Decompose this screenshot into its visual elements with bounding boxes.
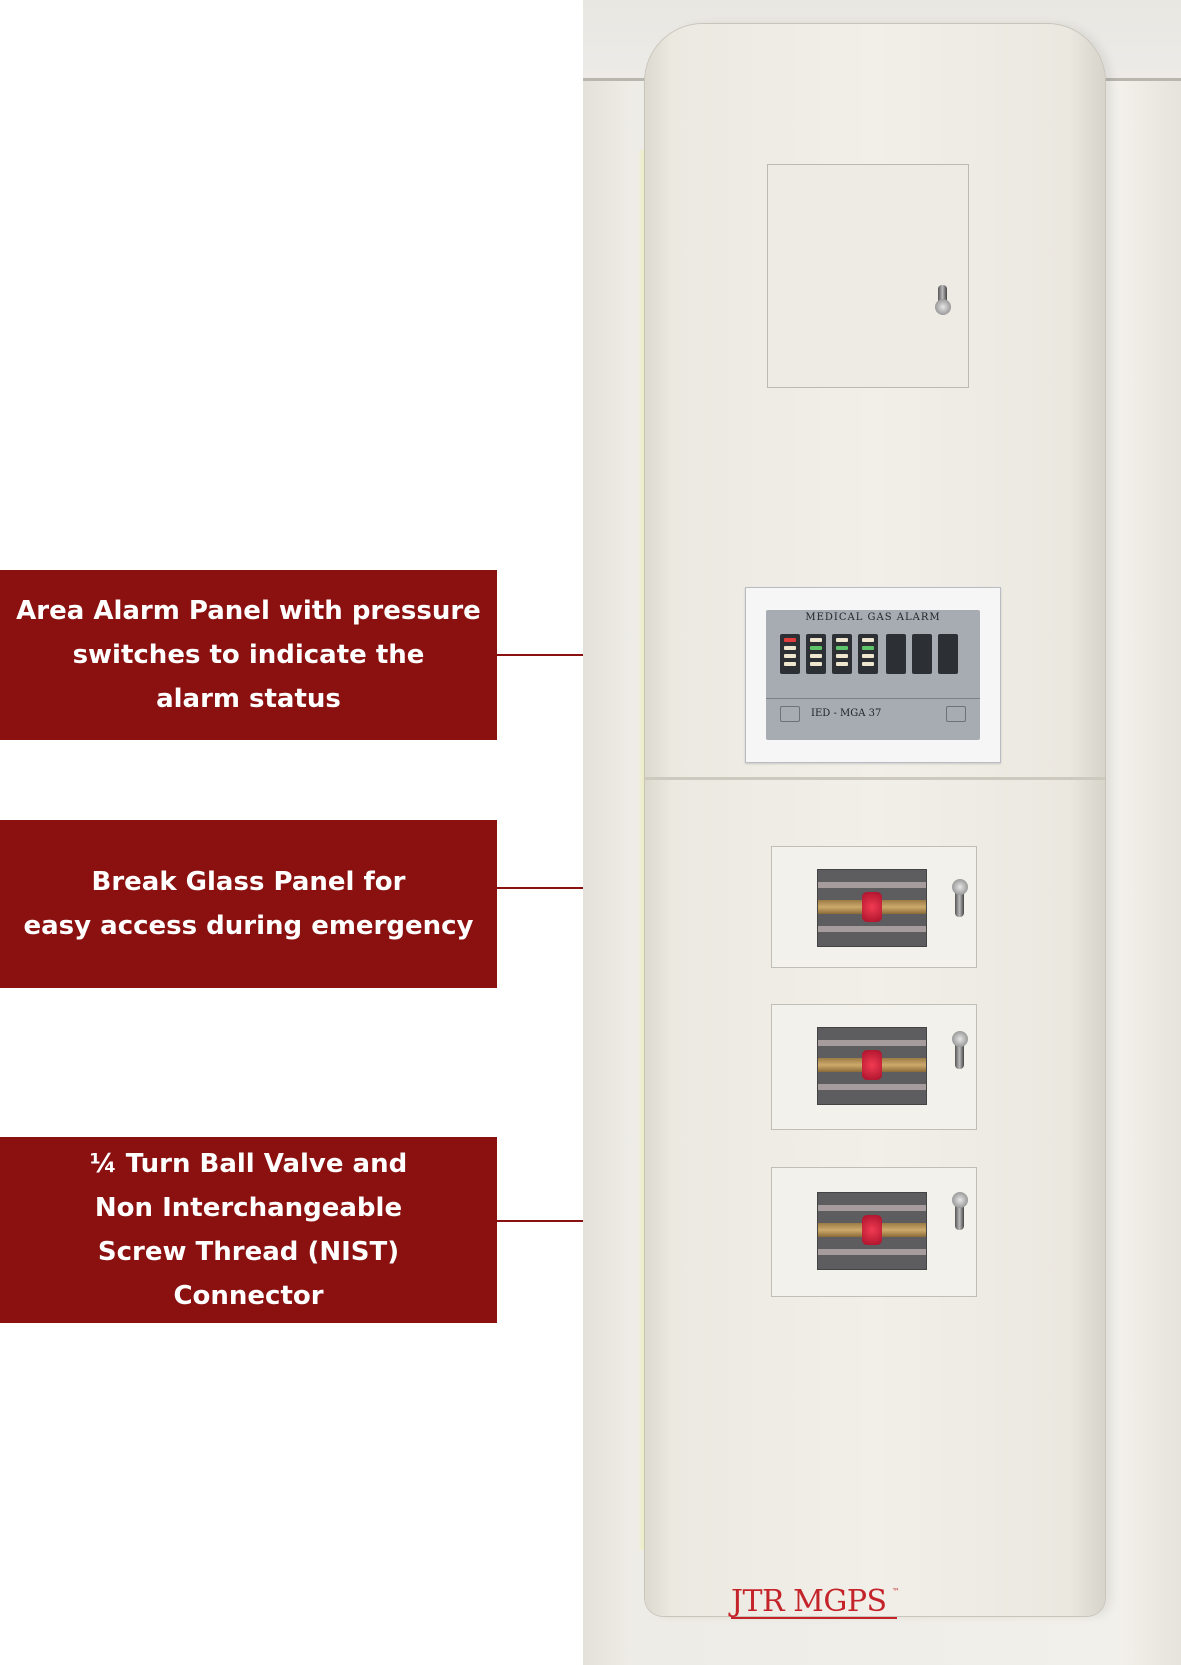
lock-icon [955,1041,964,1069]
gas-cabinet: MEDICAL GAS ALARM [645,24,1105,1619]
alarm-module-blank [886,634,906,674]
callout-area-alarm-panel: Area Alarm Panel with pressure switches … [0,570,497,740]
callout-break-glass-panel: Break Glass Panel for easy access during… [0,820,497,988]
alarm-panel-model: IED - MGA 37 [811,708,882,719]
alarm-module [780,634,800,674]
callout-ball-valve-nist: ¼ Turn Ball Valve and Non Interchangeabl… [0,1137,497,1323]
ball-valve-icon [862,1215,882,1245]
lock-icon [955,1202,964,1230]
alarm-module [858,634,878,674]
logo-underline [731,1617,897,1619]
lock-icon [955,889,964,917]
access-door [767,164,969,388]
alarm-module-blank [938,634,958,674]
alarm-panel-footer [766,698,980,737]
key-icon [935,299,951,315]
alarm-panel-title: MEDICAL GAS ALARM [805,612,941,623]
break-glass-window [817,1192,927,1270]
callout-text: ¼ Turn Ball Valve and Non Interchangeabl… [89,1149,408,1311]
callout-text: Area Alarm Panel with pressure switches … [16,596,481,714]
alarm-module-blank [912,634,932,674]
alarm-module [806,634,826,674]
break-glass-window [817,1027,927,1105]
trademark-symbol: ™ [892,1587,900,1596]
key-icon [952,879,968,895]
brand-logo: JTR MGPS [731,1584,887,1619]
break-glass-panel [771,1167,977,1297]
key-icon [952,1031,968,1047]
break-glass-panel [771,1004,977,1130]
key-icon [952,1192,968,1208]
break-glass-window [817,869,927,947]
ball-valve-icon [862,1050,882,1080]
callout-text: Break Glass Panel for easy access during… [23,867,474,941]
cabinet-photo: MEDICAL GAS ALARM [583,0,1181,1665]
test-button [946,706,966,722]
mute-button [780,706,800,722]
alarm-module [832,634,852,674]
break-glass-panel [771,846,977,968]
ball-valve-icon [862,892,882,922]
cabinet-seam [645,777,1105,780]
alarm-panel-face: MEDICAL GAS ALARM [766,610,980,740]
area-alarm-panel: MEDICAL GAS ALARM [745,587,1001,763]
